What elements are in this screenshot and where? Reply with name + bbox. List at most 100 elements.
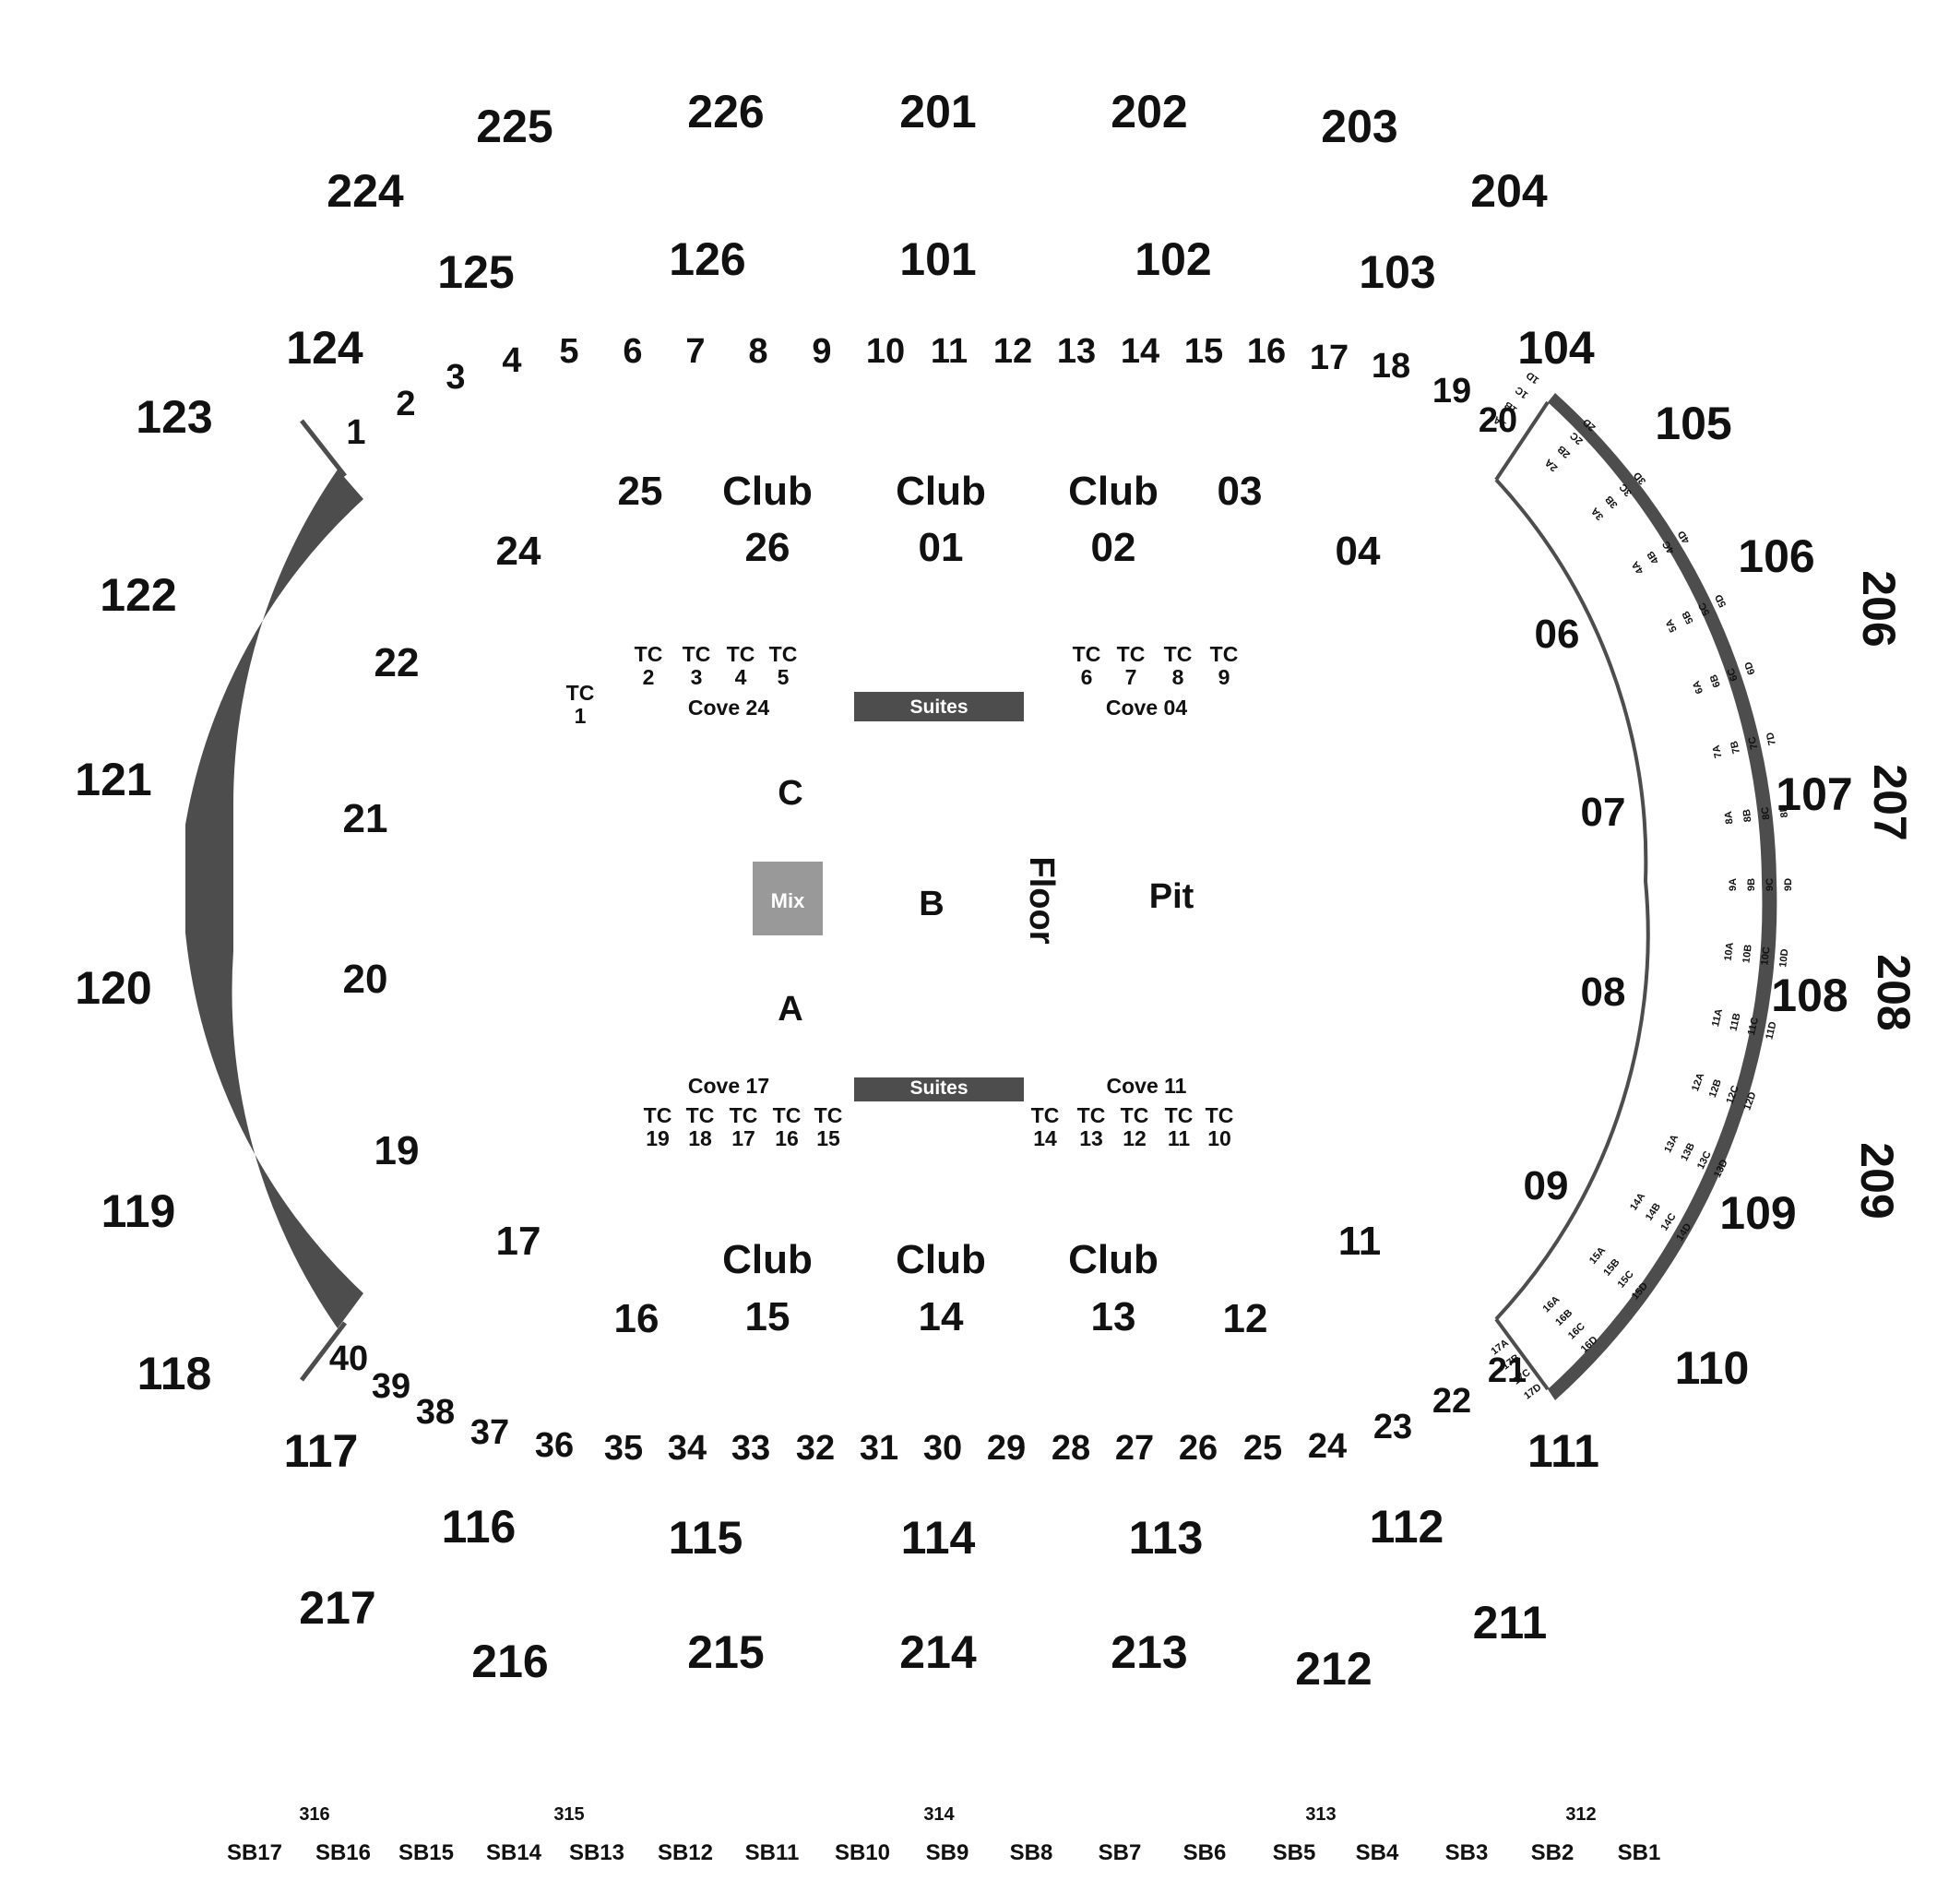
table-tc-7-number[interactable]: 7 <box>1125 665 1137 689</box>
row-top-5[interactable]: 5 <box>559 332 578 371</box>
table-tc-9-number[interactable]: 9 <box>1218 665 1230 689</box>
section-206[interactable]: 206 <box>1853 570 1905 647</box>
box-seat-3A[interactable]: 3A <box>1589 506 1606 523</box>
row-top-8[interactable]: 8 <box>748 332 767 371</box>
club-14-label[interactable]: Club <box>896 1237 986 1282</box>
box-seat-16C[interactable]: 16C <box>1566 1321 1587 1342</box>
box-seat-10C[interactable]: 10C <box>1759 946 1772 966</box>
box-seat-5D[interactable]: 5D <box>1713 592 1729 609</box>
table-tc-4-label[interactable]: TC <box>727 642 755 666</box>
inner-section-24[interactable]: 24 <box>496 529 541 574</box>
row-bottom-33[interactable]: 33 <box>731 1429 770 1468</box>
row-top-19[interactable]: 19 <box>1432 372 1471 411</box>
club-14-number[interactable]: 14 <box>919 1294 964 1339</box>
table-tc-8-label[interactable]: TC <box>1164 642 1193 666</box>
section-107[interactable]: 107 <box>1776 768 1852 820</box>
sky-box-sb10[interactable]: SB10 <box>835 1840 890 1865</box>
sky-box-sb15[interactable]: SB15 <box>398 1840 454 1865</box>
box-seat-2B[interactable]: 2B <box>1555 443 1573 459</box>
section-101[interactable]: 101 <box>899 233 976 285</box>
cove-17-label[interactable]: Cove 17 <box>688 1074 769 1098</box>
section-212[interactable]: 212 <box>1295 1643 1372 1695</box>
table-tc-8-number[interactable]: 8 <box>1172 665 1184 689</box>
table-tc-13-number[interactable]: 13 <box>1079 1126 1103 1150</box>
box-seat-6C[interactable]: 6C <box>1726 667 1741 683</box>
row-bottom-21[interactable]: 21 <box>1488 1351 1527 1390</box>
club-02-label[interactable]: Club <box>1068 469 1159 514</box>
floor-label[interactable]: Floor <box>1022 857 1061 945</box>
box-seat-14B[interactable]: 14B <box>1644 1201 1663 1222</box>
section-112[interactable]: 112 <box>1370 1501 1444 1553</box>
box-seat-9A[interactable]: 9A <box>1728 878 1739 891</box>
section-225[interactable]: 225 <box>476 101 553 152</box>
floor-section-b[interactable]: B <box>919 885 944 923</box>
table-tc-15-number[interactable]: 15 <box>816 1126 840 1150</box>
inner-section-20[interactable]: 20 <box>343 957 388 1002</box>
section-108[interactable]: 108 <box>1771 970 1848 1021</box>
club-01-label[interactable]: Club <box>896 469 986 514</box>
table-tc-18-label[interactable]: TC <box>686 1103 715 1127</box>
row-bottom-36[interactable]: 36 <box>535 1426 574 1465</box>
row-bottom-40[interactable]: 40 <box>329 1339 368 1378</box>
row-top-17[interactable]: 17 <box>1310 339 1349 377</box>
box-seat-14C[interactable]: 14C <box>1659 1211 1679 1232</box>
box-seat-16A[interactable]: 16A <box>1541 1294 1563 1315</box>
section-117[interactable]: 117 <box>284 1425 359 1477</box>
section-125[interactable]: 125 <box>437 246 514 298</box>
table-tc-10-number[interactable]: 10 <box>1207 1126 1231 1150</box>
row-bottom-34[interactable]: 34 <box>668 1429 707 1468</box>
box-seat-9C[interactable]: 9C <box>1765 878 1776 891</box>
box-seat-12A[interactable]: 12A <box>1690 1071 1706 1092</box>
table-tc-9-label[interactable]: TC <box>1210 642 1239 666</box>
box-seat-11D[interactable]: 11D <box>1764 1020 1778 1041</box>
row-bottom-28[interactable]: 28 <box>1052 1429 1090 1468</box>
row-bottom-26[interactable]: 26 <box>1179 1429 1218 1468</box>
table-tc-2-number[interactable]: 2 <box>643 665 655 689</box>
box-seat-1C[interactable]: 1C <box>1514 384 1530 400</box>
row-bottom-39[interactable]: 39 <box>372 1367 410 1406</box>
box-seat-9D[interactable]: 9D <box>1783 878 1794 891</box>
section-313[interactable]: 313 <box>1305 1804 1336 1825</box>
section-102[interactable]: 102 <box>1135 233 1211 285</box>
section-217[interactable]: 217 <box>299 1582 375 1634</box>
club-15-number[interactable]: 15 <box>745 1294 790 1339</box>
club-13-label[interactable]: Club <box>1068 1237 1159 1282</box>
box-seat-2A[interactable]: 2A <box>1543 457 1561 473</box>
sky-box-sb1[interactable]: SB1 <box>1618 1840 1661 1865</box>
row-top-1[interactable]: 1 <box>346 413 365 452</box>
section-105[interactable]: 105 <box>1655 398 1731 449</box>
row-top-12[interactable]: 12 <box>993 332 1032 371</box>
table-tc-17-label[interactable]: TC <box>730 1103 758 1127</box>
inner-section-12[interactable]: 12 <box>1223 1296 1268 1341</box>
inner-section-16[interactable]: 16 <box>614 1296 660 1341</box>
sky-box-sb13[interactable]: SB13 <box>569 1840 624 1865</box>
table-tc-1-label[interactable]: TC <box>566 681 595 705</box>
sky-box-sb11[interactable]: SB11 <box>745 1840 800 1865</box>
club-26-number[interactable]: 26 <box>745 525 790 570</box>
box-seat-15C[interactable]: 15C <box>1616 1268 1636 1290</box>
section-103[interactable]: 103 <box>1359 246 1435 298</box>
inner-section-22[interactable]: 22 <box>374 640 420 685</box>
inner-section-17[interactable]: 17 <box>496 1219 541 1264</box>
sky-box-sb2[interactable]: SB2 <box>1531 1840 1575 1865</box>
row-bottom-37[interactable]: 37 <box>470 1413 509 1452</box>
box-seat-10D[interactable]: 10D <box>1777 948 1790 968</box>
section-203[interactable]: 203 <box>1321 101 1397 152</box>
row-top-14[interactable]: 14 <box>1121 332 1159 371</box>
section-224[interactable]: 224 <box>327 165 404 217</box>
cove-11-label[interactable]: Cove 11 <box>1107 1074 1187 1098</box>
row-top-2[interactable]: 2 <box>396 385 415 423</box>
inner-section-04[interactable]: 04 <box>1336 529 1381 574</box>
box-seat-5A[interactable]: 5A <box>1664 617 1680 634</box>
row-top-3[interactable]: 3 <box>446 358 465 397</box>
section-202[interactable]: 202 <box>1111 86 1187 137</box>
box-seat-6D[interactable]: 6D <box>1742 660 1757 676</box>
club-26-label[interactable]: Club <box>722 469 813 514</box>
section-120[interactable]: 120 <box>75 962 151 1014</box>
box-seat-9B[interactable]: 9B <box>1746 878 1757 891</box>
floor-section-c[interactable]: C <box>778 774 802 813</box>
table-tc-2-label[interactable]: TC <box>635 642 663 666</box>
table-tc-16-number[interactable]: 16 <box>775 1126 799 1150</box>
table-tc-12-label[interactable]: TC <box>1121 1103 1149 1127</box>
section-209[interactable]: 209 <box>1851 1142 1903 1219</box>
